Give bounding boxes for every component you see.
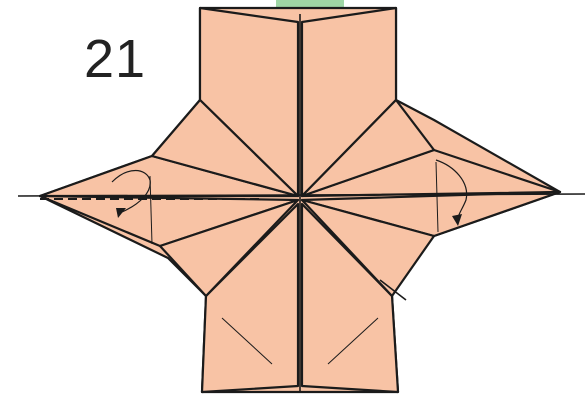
step-number: 21 bbox=[84, 28, 146, 90]
